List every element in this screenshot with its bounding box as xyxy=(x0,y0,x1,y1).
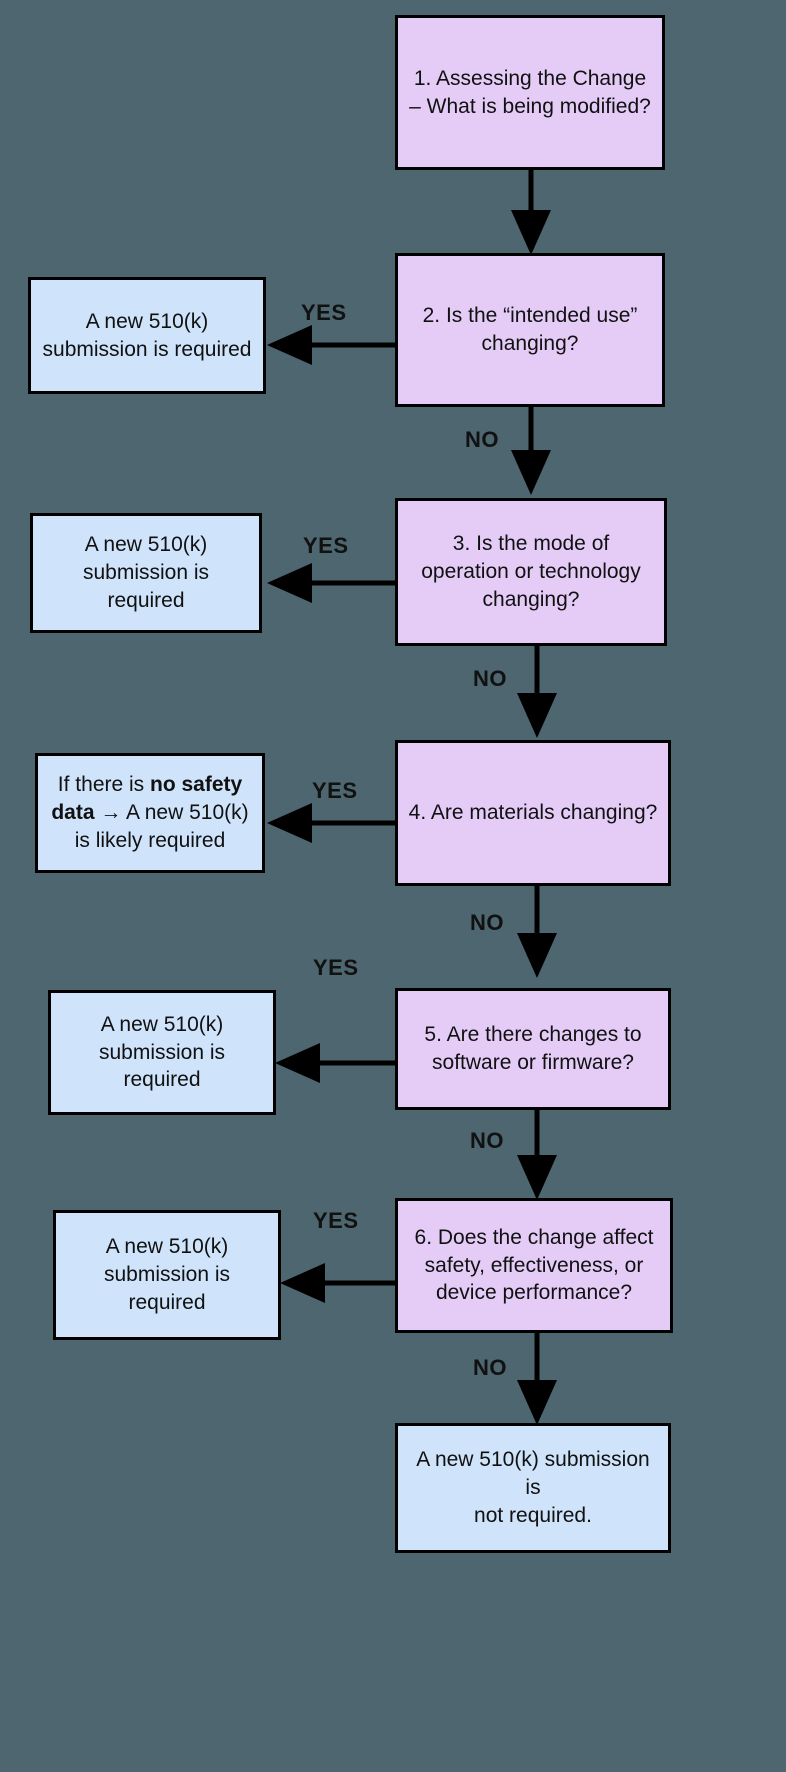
node-assessing-the-change[interactable]: 1. Assessing the Change – What is being … xyxy=(395,15,665,170)
edge-label-no-6: NO xyxy=(473,1355,507,1380)
node-affects-safety-effectiveness-performance[interactable]: 6. Does the change affect safety, effect… xyxy=(395,1198,673,1333)
node-label: 5. Are there changes to software or firm… xyxy=(424,1023,642,1074)
outcome-4-bold: no safety data xyxy=(51,773,243,825)
edge-label-yes-3: YES xyxy=(303,533,349,558)
outcome-4-suffix: → A new 510(k) is likely required xyxy=(74,801,249,852)
node-outcome-5-required[interactable]: A new 510(k) submission is required xyxy=(48,990,276,1115)
node-materials-changing[interactable]: 4. Are materials changing? xyxy=(395,740,671,886)
node-label: 6. Does the change affect safety, effect… xyxy=(414,1225,654,1305)
node-label: 2. Is the “intended use” changing? xyxy=(422,304,638,355)
node-label: A new 510(k) submission is required xyxy=(42,309,252,361)
node-outcome-2-required[interactable]: A new 510(k) submission is required xyxy=(28,277,266,394)
node-label: A new 510(k) submission is required xyxy=(103,1235,231,1314)
edge-label-yes-2: YES xyxy=(301,300,347,325)
node-software-firmware-changes[interactable]: 5. Are there changes to software or firm… xyxy=(395,988,671,1110)
node-outcome-4-likely-required[interactable]: If there is no safety data → A new 510(k… xyxy=(35,753,265,873)
node-label: A new 510(k) submission is required xyxy=(98,1012,226,1092)
edge-label-no-2: NO xyxy=(465,427,499,452)
node-label: 1. Assessing the Change – What is being … xyxy=(409,66,651,118)
edge-label-no-3: NO xyxy=(473,666,507,691)
node-intended-use-changing[interactable]: 2. Is the “intended use” changing? xyxy=(395,253,665,407)
node-label: 3. Is the mode of operation or technolog… xyxy=(421,532,641,611)
node-outcome-6-required[interactable]: A new 510(k) submission is required xyxy=(53,1210,281,1340)
node-label: A new 510(k) submission is not required. xyxy=(416,1448,650,1527)
edge-label-yes-5: YES xyxy=(313,955,359,980)
edge-label-yes-4: YES xyxy=(312,778,358,803)
edge-label-no-5: NO xyxy=(470,1128,504,1153)
edge-label-yes-6: YES xyxy=(313,1208,359,1233)
outcome-4-prefix: If there is xyxy=(57,773,150,797)
node-label: A new 510(k) submission is required xyxy=(82,533,210,612)
node-mode-or-technology-changing[interactable]: 3. Is the mode of operation or technolog… xyxy=(395,498,667,646)
node-outcome-not-required[interactable]: A new 510(k) submission is not required. xyxy=(395,1423,671,1553)
node-label: If there is no safety data → A new 510(k… xyxy=(48,771,252,854)
node-outcome-3-required[interactable]: A new 510(k) submission is required xyxy=(30,513,262,633)
edge-label-no-4: NO xyxy=(470,910,504,935)
node-label: 4. Are materials changing? xyxy=(408,801,658,825)
